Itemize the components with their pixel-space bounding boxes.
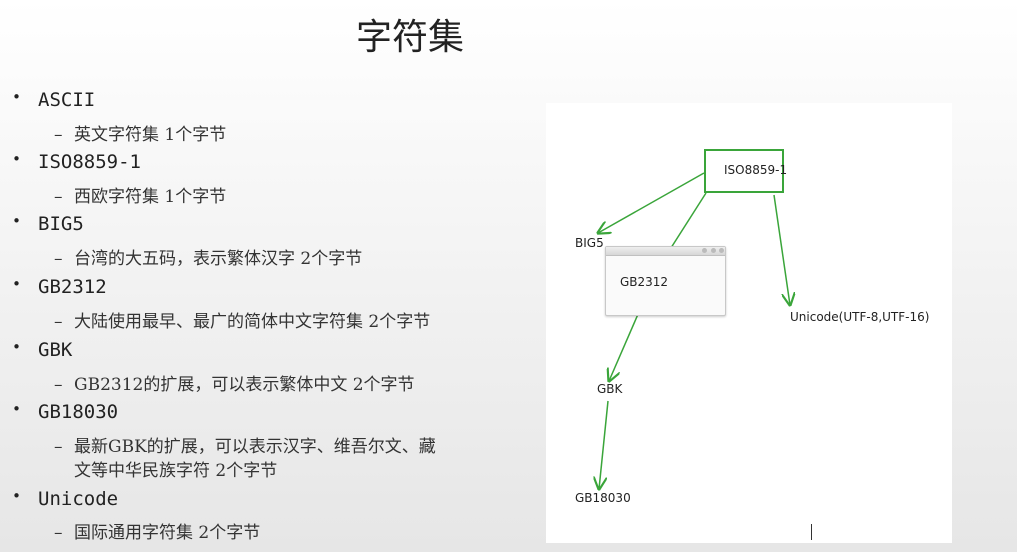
- bullet-label: Unicode: [38, 488, 119, 510]
- node-iso8859-label: ISO8859-1: [724, 163, 788, 177]
- sub-bullet: –台湾的大五码，表示繁体汉字 2个字节: [54, 244, 362, 269]
- node-iso8859-box: ISO8859-1: [704, 149, 788, 193]
- node-gb18030-label: GB18030: [575, 491, 631, 505]
- sub-bullet-text: 西欧字符集 1个字节: [74, 187, 227, 207]
- dash-icon: –: [54, 437, 63, 457]
- bullet-label: ASCII: [38, 89, 96, 111]
- sub-bullet-text: 文等中华民族字符 2个字节: [74, 461, 278, 481]
- bullet-label: BIG5: [38, 213, 84, 235]
- sub-bullet: –最新GBK的扩展，可以表示汉字、维吾尔文、藏: [54, 432, 436, 457]
- dash-icon: –: [54, 523, 63, 543]
- sub-bullet-text: 英文字符集 1个字节: [74, 125, 227, 145]
- node-gb2312-window: GB2312: [605, 246, 726, 316]
- node-big5-label: BIG5: [575, 236, 604, 250]
- text-cursor-icon: [811, 524, 812, 540]
- window-titlebar: [606, 247, 725, 256]
- bullet-dot-icon: •: [12, 88, 22, 106]
- sub-bullet: –国际通用字符集 2个字节: [54, 518, 260, 543]
- bullet-label: GBK: [38, 339, 73, 361]
- bullet-dot-icon: •: [12, 487, 22, 505]
- bullet-label: GB18030: [38, 401, 119, 423]
- sub-bullet-text: 台湾的大五码，表示繁体汉字 2个字节: [74, 249, 363, 269]
- sub-bullet-continuation: 文等中华民族字符 2个字节: [54, 456, 277, 481]
- dash-icon: –: [54, 249, 63, 269]
- sub-bullet-text: 大陆使用最早、最广的简体中文字符集 2个字节: [74, 312, 431, 332]
- dash-icon: –: [54, 312, 63, 332]
- bullet-dot-icon: •: [12, 338, 22, 356]
- sub-bullet: –大陆使用最早、最广的简体中文字符集 2个字节: [54, 307, 430, 332]
- arrow-gb2312-to-gbk: [609, 304, 643, 381]
- sub-bullet: –英文字符集 1个字节: [54, 120, 226, 145]
- sub-bullet: –GB2312的扩展，可以表示繁体中文 2个字节: [54, 370, 415, 395]
- bullet-dot-icon: •: [12, 150, 22, 168]
- bullet-list: • ASCII –英文字符集 1个字节 • ISO8859-1 –西欧字符集 1…: [12, 88, 436, 543]
- node-unicode-label: Unicode(UTF-8,UTF-16): [790, 310, 930, 324]
- window-control-icon: [702, 248, 707, 253]
- node-gb2312-label: GB2312: [620, 275, 669, 289]
- bullet-label: GB2312: [38, 276, 107, 298]
- dash-icon: –: [54, 375, 63, 395]
- arrow-gbk-to-gb18030: [599, 400, 609, 489]
- bullet-dot-icon: •: [12, 212, 22, 230]
- sub-bullet-text: 最新GBK的扩展，可以表示汉字、维吾尔文、藏: [74, 437, 436, 457]
- window-control-icon: [711, 248, 716, 253]
- sub-bullet-text: 国际通用字符集 2个字节: [74, 523, 261, 543]
- dash-icon: –: [54, 125, 63, 145]
- arrow-iso-to-unicode: [773, 194, 790, 305]
- bullet-label: ISO8859-1: [38, 151, 141, 173]
- node-gbk-label: GBK: [597, 382, 623, 396]
- dash-icon: –: [54, 187, 63, 207]
- arrow-iso-to-big5: [598, 172, 705, 233]
- sub-bullet: –西欧字符集 1个字节: [54, 182, 226, 207]
- window-control-icon: [719, 248, 724, 253]
- slide-title: 字符集: [355, 17, 464, 58]
- bullet-dot-icon: •: [12, 400, 22, 418]
- bullet-dot-icon: •: [12, 275, 22, 293]
- sub-bullet-text: GB2312的扩展，可以表示繁体中文 2个字节: [74, 375, 415, 395]
- charset-diagram: ISO8859-1 BIG5 GB2312 Unicode(UTF-8,UTF-…: [546, 103, 952, 543]
